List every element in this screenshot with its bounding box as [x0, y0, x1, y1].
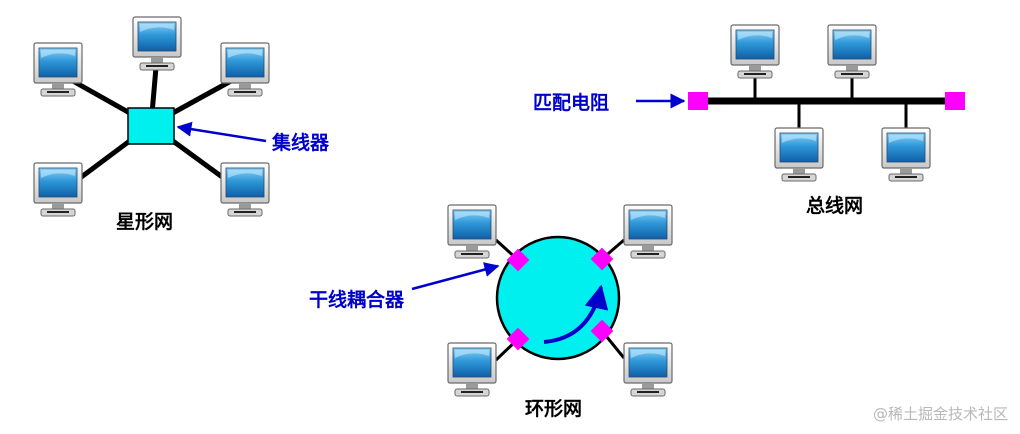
star-computer-lower-right-monitor-icon	[220, 162, 270, 217]
star-network-title: 星形网	[116, 211, 173, 233]
terminator-label: 匹配电阻	[533, 91, 609, 114]
ring-computer-bottom-left-monitor-icon	[447, 342, 497, 397]
ring	[495, 235, 621, 361]
bus-computer-3-monitor-icon	[774, 127, 824, 182]
star-computer-top-monitor-icon	[132, 16, 182, 71]
star-computer-upper-left-monitor-icon	[33, 42, 83, 97]
bus-computer-1-monitor-icon	[730, 24, 780, 79]
terminator-left	[688, 92, 708, 110]
bus-computer-4-monitor-icon	[881, 127, 931, 182]
ring-computer-bottom-right-monitor-icon	[623, 342, 673, 397]
terminator-right	[945, 92, 965, 110]
bus-network-title: 总线网	[806, 194, 863, 217]
ring-computer-top-left-monitor-icon	[447, 204, 497, 259]
ring-direction-arrow	[543, 284, 609, 344]
coupler-label: 干线耦合器	[309, 288, 405, 311]
star-computer-upper-right-monitor-icon	[220, 42, 270, 97]
watermark: @稀土掘金技术社区	[872, 405, 1008, 423]
ring-network: 干线耦合器 环形网	[309, 204, 673, 420]
star-computer-lower-left-monitor-icon	[33, 162, 83, 217]
hub-label: 集线器	[271, 131, 330, 154]
hub-box	[127, 107, 175, 145]
bus-computer-2-monitor-icon	[827, 24, 877, 79]
ring-network-title: 环形网	[525, 398, 582, 420]
coupler-arrow	[411, 262, 500, 291]
ring-computer-top-right-monitor-icon	[623, 204, 673, 259]
star-network: 集线器 星形网	[33, 16, 330, 233]
hub-arrow	[176, 121, 267, 143]
bus-network: 匹配电阻 总线网	[533, 24, 965, 217]
